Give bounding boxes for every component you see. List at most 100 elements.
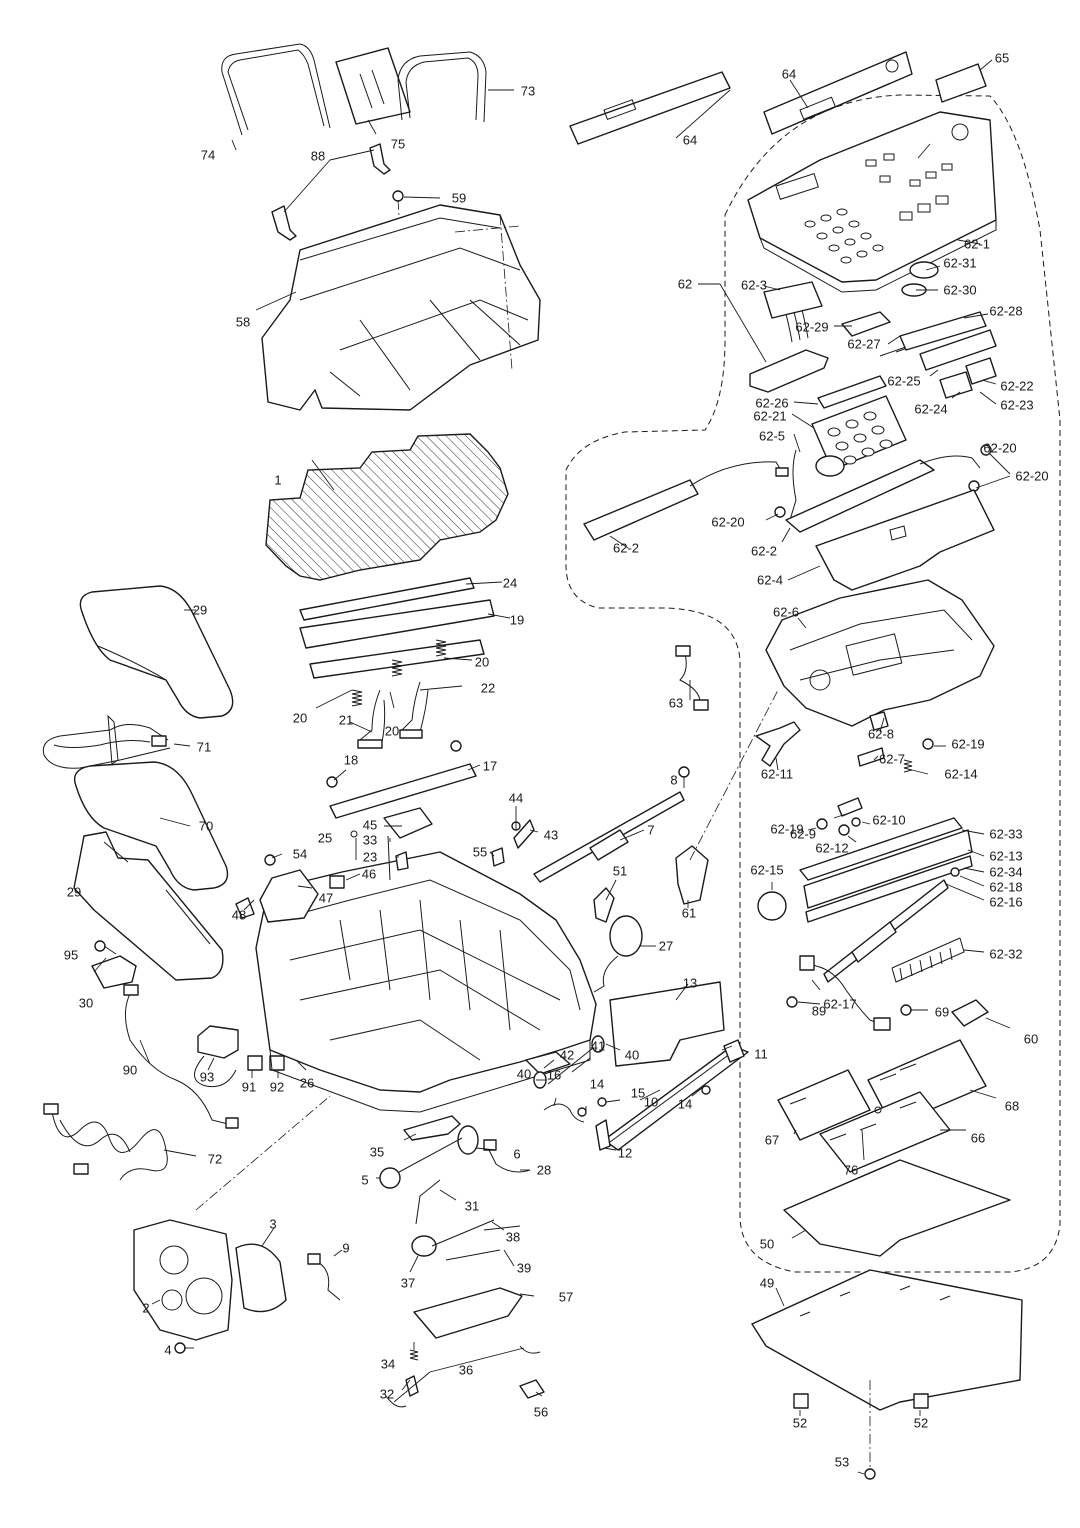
callout-62-2a: 62-2 — [612, 540, 640, 556]
callout-59: 59 — [451, 190, 467, 206]
plug-72a — [43, 1103, 59, 1115]
overlay-64 — [569, 71, 731, 145]
gear-62-15 — [757, 891, 787, 921]
pcb-62-2-left — [583, 479, 699, 541]
paper-support-73-inner — [405, 57, 479, 121]
callout-62-23: 62-23 — [1000, 397, 1034, 413]
top-cover-58-guides — [329, 299, 521, 397]
callout-62-3: 62-3 — [740, 277, 768, 293]
spring-62-14 — [903, 759, 913, 773]
callout-1: 1 — [274, 472, 282, 488]
foot-52b — [913, 1393, 929, 1409]
callout-72: 72 — [207, 1151, 223, 1167]
insulation-sheet-62-4-hole — [889, 525, 907, 541]
callout-11: 11 — [754, 1046, 768, 1062]
plug-71 — [151, 735, 167, 747]
callout-52a: 52 — [792, 1415, 808, 1431]
callout-68: 68 — [1004, 1098, 1020, 1114]
document-cover-75-slot — [359, 69, 385, 109]
connector-9 — [307, 1253, 321, 1265]
callout-29a: 29 — [192, 602, 208, 618]
callout-62-19a: 62-19 — [951, 736, 985, 752]
cord-90 — [125, 989, 229, 1125]
callout-43: 43 — [543, 827, 559, 843]
callout-71: 71 — [196, 739, 212, 755]
callout-66: 66 — [970, 1130, 986, 1146]
upper-chassis-62-6-hole — [809, 669, 831, 691]
connector-28 — [483, 1139, 497, 1151]
callout-46: 46 — [361, 866, 377, 882]
axis-line — [195, 1095, 331, 1211]
rubber-keys-62-25 — [919, 329, 997, 371]
paper-support-73 — [397, 51, 487, 123]
power-cord-89 — [805, 961, 885, 1027]
guide-bar-10 — [603, 1045, 749, 1151]
callout-44: 44 — [508, 790, 524, 806]
clip-48 — [235, 897, 255, 919]
callout-14a: 14 — [589, 1076, 605, 1092]
callout-19: 19 — [509, 612, 525, 628]
harness-39 — [445, 1225, 521, 1261]
plug-90b — [225, 1117, 239, 1129]
speaker-27 — [609, 915, 643, 957]
bushing-62-17 — [786, 996, 798, 1008]
document-bail-74-inner — [227, 49, 325, 131]
spring-34 — [409, 1349, 419, 1361]
callout-62-17: 62-17 — [823, 996, 857, 1012]
callout-63: 63 — [668, 695, 684, 711]
upper-chassis-62-6-window — [845, 633, 903, 676]
harness-16 — [543, 1103, 585, 1123]
brush-62-32 — [891, 937, 965, 983]
callout-88: 88 — [310, 148, 326, 164]
roller-62-16-sleeve — [851, 921, 897, 963]
callout-62-6: 62-6 — [772, 604, 800, 620]
callout-62-29: 62-29 — [795, 319, 829, 335]
plate-62-7 — [857, 747, 885, 767]
callout-62-22: 62-22 — [1000, 378, 1034, 394]
callout-95: 95 — [63, 947, 79, 963]
callout-62-7: 62-7 — [878, 751, 906, 767]
callout-16: 16 — [546, 1067, 562, 1083]
rubber-sheet-62-26 — [817, 375, 887, 409]
key-62-22 — [965, 357, 997, 385]
callout-75: 75 — [390, 136, 406, 152]
callout-91: 91 — [241, 1079, 257, 1095]
screw-15 — [597, 1097, 607, 1107]
insulation-sheet-50 — [783, 1159, 1011, 1257]
screw-53 — [864, 1468, 876, 1480]
gear-2a — [159, 1245, 189, 1275]
callout-10: 10 — [643, 1094, 659, 1110]
document-cover-75 — [335, 47, 411, 125]
spring-25 — [350, 830, 358, 838]
callout-62-15: 62-15 — [750, 862, 784, 878]
callout-26: 26 — [299, 1075, 315, 1091]
callout-31: 31 — [464, 1198, 480, 1214]
bushing-8 — [678, 766, 690, 778]
gear-frame-2 — [133, 1219, 233, 1341]
control-panel-62-1-edge — [759, 220, 997, 293]
pin-32 — [405, 1375, 419, 1397]
callout-3: 3 — [269, 1216, 277, 1232]
callout-62-5: 62-5 — [758, 428, 786, 444]
foot-91 — [247, 1055, 263, 1071]
callout-53: 53 — [834, 1454, 850, 1470]
callout-62-24: 62-24 — [914, 401, 948, 417]
main-chassis-26-base — [269, 1040, 591, 1113]
callout-47: 47 — [318, 890, 334, 906]
screw-62-12 — [838, 824, 850, 836]
shaft-31 — [415, 1179, 441, 1225]
holder-62-3 — [749, 349, 829, 393]
part-62-18 — [950, 867, 960, 877]
base-plate-49 — [751, 1269, 1023, 1411]
spring-20b — [391, 659, 403, 677]
keypad-keys — [804, 153, 953, 264]
callout-6: 6 — [513, 1146, 521, 1162]
callout-62-26: 62-26 — [755, 395, 789, 411]
part-62-31 — [909, 261, 939, 279]
callout-40b: 40 — [516, 1066, 532, 1082]
screw-69 — [900, 1004, 912, 1016]
callout-62-25: 62-25 — [887, 373, 921, 389]
screw-54 — [264, 854, 276, 866]
callout-61: 61 — [681, 905, 697, 921]
bar-19 — [299, 599, 495, 649]
